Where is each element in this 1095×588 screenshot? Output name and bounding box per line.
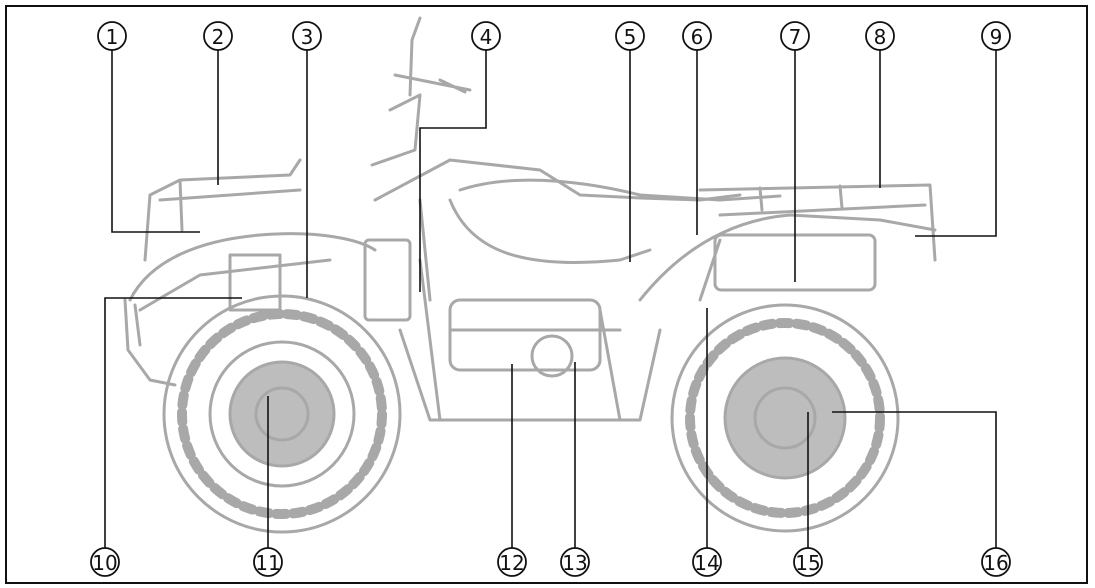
callout-circle-15 <box>793 547 823 577</box>
callout-1: 1 <box>97 21 127 51</box>
callout-circle-5 <box>615 21 645 51</box>
atv-body <box>123 16 937 534</box>
rear-wheel <box>670 303 900 533</box>
callout-9: 9 <box>981 21 1011 51</box>
callout-16: 16 <box>981 547 1011 577</box>
callout-11: 11 <box>253 547 283 577</box>
callout-7: 7 <box>780 21 810 51</box>
callout-10: 10 <box>90 547 120 577</box>
handlebar <box>370 16 472 167</box>
callout-circle-13 <box>560 547 590 577</box>
front-rack <box>143 158 302 262</box>
leader-line-16 <box>832 411 997 548</box>
callout-label-9: 9 <box>990 25 1003 49</box>
callout-15: 15 <box>793 547 823 577</box>
front-box <box>363 238 412 322</box>
callout-12: 12 <box>497 547 527 577</box>
callout-label-5: 5 <box>624 25 637 49</box>
callout-label-8: 8 <box>874 25 887 49</box>
diagram-frame <box>5 5 1088 584</box>
leader-line-1 <box>111 50 200 233</box>
callout-label-2: 2 <box>212 25 225 49</box>
rear-rack <box>698 183 937 262</box>
callout-circle-9 <box>981 21 1011 51</box>
callout-label-7: 7 <box>789 25 802 49</box>
callout-label-12: 12 <box>499 551 524 575</box>
rear-fender <box>638 213 937 302</box>
front-bumper <box>123 298 177 387</box>
leader-lines <box>104 50 997 548</box>
callout-label-15: 15 <box>795 551 820 575</box>
callout-circle-12 <box>497 547 527 577</box>
callout-8: 8 <box>865 21 895 51</box>
leader-line-4 <box>419 50 487 292</box>
callout-3: 3 <box>292 21 322 51</box>
footwell-frame <box>398 258 662 422</box>
callout-13: 13 <box>560 547 590 577</box>
callout-circle-11 <box>253 547 283 577</box>
callout-6: 6 <box>682 21 712 51</box>
seat <box>458 178 782 202</box>
callout-label-16: 16 <box>983 551 1008 575</box>
callout-label-6: 6 <box>691 25 704 49</box>
leader-line-10 <box>104 297 242 548</box>
callout-circle-10 <box>90 547 120 577</box>
callout-label-10: 10 <box>92 551 117 575</box>
callout-circle-3 <box>292 21 322 51</box>
front-light <box>228 253 282 312</box>
callout-circle-8 <box>865 21 895 51</box>
front-wheel <box>162 294 402 534</box>
callout-circle-4 <box>471 21 501 51</box>
callout-2: 2 <box>203 21 233 51</box>
callout-14: 14 <box>692 547 722 577</box>
callout-label-3: 3 <box>301 25 314 49</box>
callout-4: 4 <box>471 21 501 51</box>
callout-circle-7 <box>780 21 810 51</box>
callout-circle-1 <box>97 21 127 51</box>
engine-block <box>448 298 602 372</box>
callout-label-14: 14 <box>694 551 719 575</box>
callout-label-1: 1 <box>106 25 119 49</box>
callout-circle-14 <box>692 547 722 577</box>
callout-circle-6 <box>682 21 712 51</box>
callout-label-4: 4 <box>480 25 493 49</box>
callout-label-13: 13 <box>562 551 587 575</box>
callout-circle-2 <box>203 21 233 51</box>
callout-label-11: 11 <box>255 551 280 575</box>
engine-pulley <box>530 334 574 378</box>
callout-5: 5 <box>615 21 645 51</box>
leader-line-9 <box>915 50 997 237</box>
callout-circle-16 <box>981 547 1011 577</box>
